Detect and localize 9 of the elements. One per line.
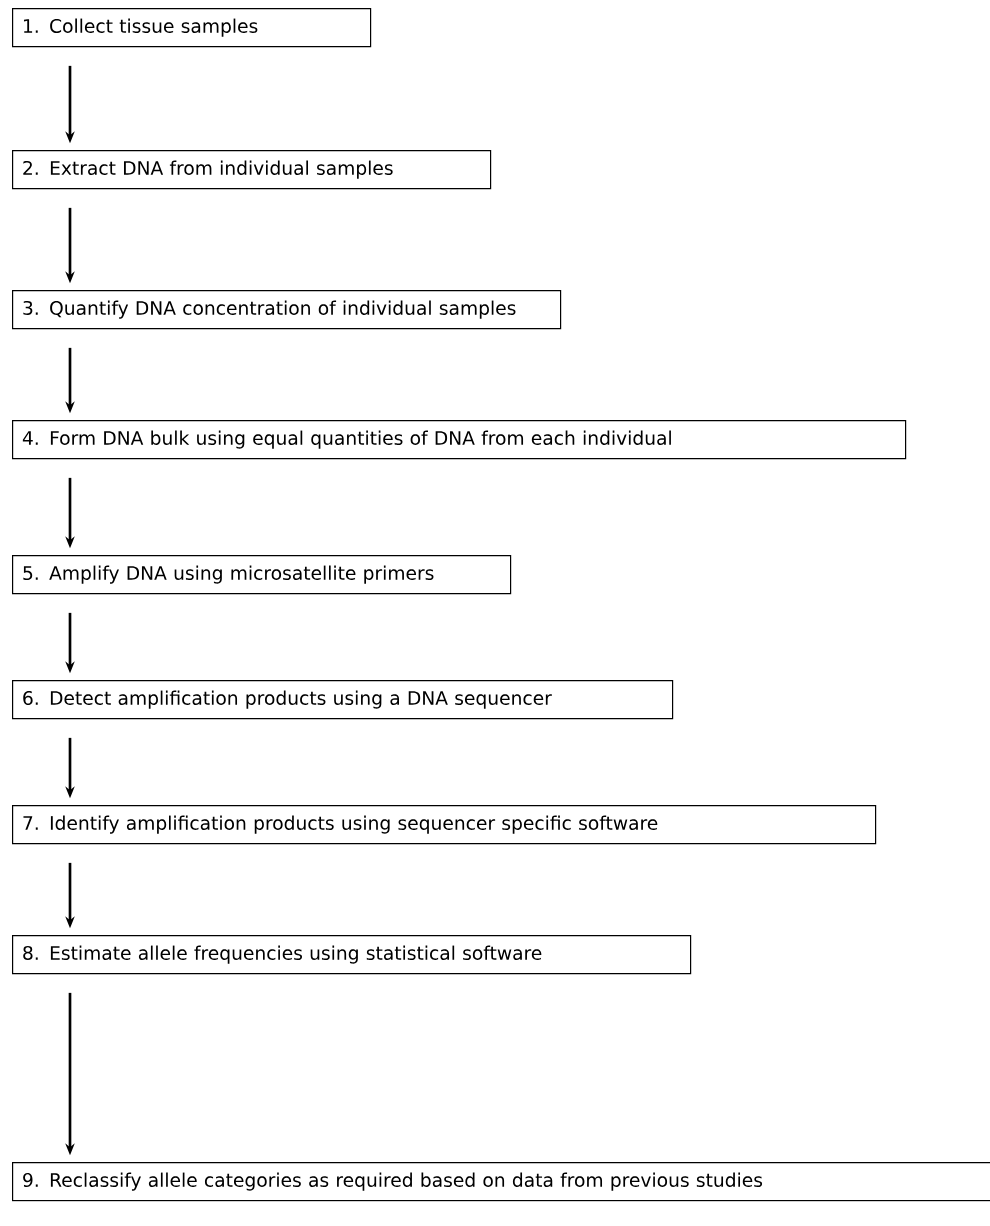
process-box: 5. Amplify DNA using microsatellite primers [12,555,512,595]
process-box: 1. Collect tissue samples [12,8,372,48]
process-box: 4. Form DNA bulk using equal quantities of DNA from each individual [12,420,907,460]
process-box: 6. Detect amplification products using a DNA sequencer [12,680,674,720]
process-box: 3. Quantify DNA concentration of individual samples [12,290,562,330]
process-box: 7. Identify amplification products using sequencer specific software [12,805,877,845]
process-box: 9. Reclassify allele categories as required based on data from previous studies [12,1162,990,1202]
process-box: 2. Extract DNA from individual samples [12,150,492,190]
process-box: 8. Estimate allele frequencies using statistical software [12,935,692,975]
